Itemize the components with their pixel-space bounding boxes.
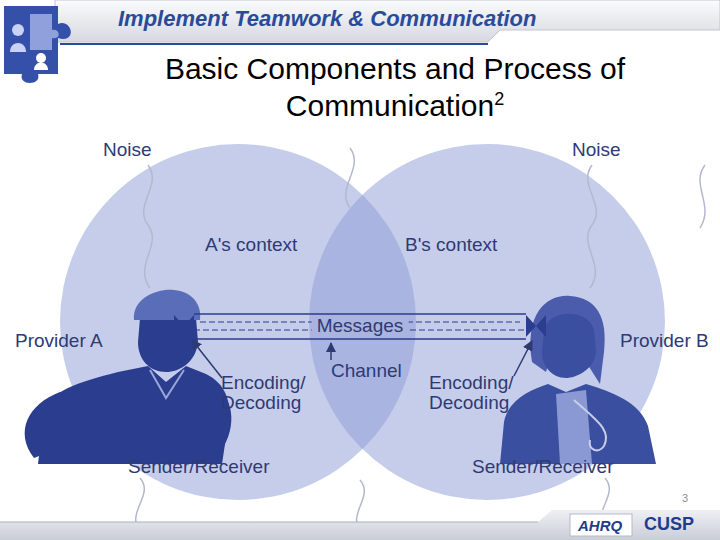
- text-label: Channel: [331, 361, 402, 381]
- person-icon: [12, 24, 24, 36]
- head-shape: [542, 314, 596, 378]
- person-icon: [34, 63, 48, 71]
- noise-wave: [700, 165, 705, 228]
- node-title: B's context: [405, 234, 497, 256]
- header-band: [55, 0, 720, 42]
- provider-figure: Provider BSender/Receiver: [520, 290, 715, 480]
- text-label: Noise: [103, 140, 152, 160]
- text-label: Implement Teamwork & Communication: [118, 9, 536, 29]
- text-label: Encoding/ Decoding: [221, 373, 321, 413]
- message-line: [194, 338, 526, 340]
- person-icon: [10, 43, 26, 52]
- footer-band: [0, 510, 720, 540]
- stethoscope-line: [574, 400, 606, 450]
- text-label: CUSP: [644, 514, 694, 534]
- node-title: A's context: [205, 234, 297, 256]
- context-circle-fill: [309, 144, 665, 500]
- provider-figure: Provider ASender/Receiver: [12, 290, 200, 480]
- node-role: Sender/Receiver: [472, 456, 614, 478]
- leader-arrow: [330, 343, 332, 360]
- transmitter-symbol: [174, 315, 194, 337]
- header-rule: [60, 43, 488, 45]
- title-block: Basic Components and Process of Communic…: [115, 50, 675, 124]
- connector-label: Messages: [312, 316, 409, 336]
- slide-title: Basic Components and Process of Communic…: [165, 52, 625, 122]
- body-shape: [38, 366, 229, 464]
- footer-rule: [0, 522, 538, 523]
- text-label: Encoding/ Decoding: [429, 373, 529, 413]
- message-line: [194, 313, 526, 315]
- logo-box: [570, 514, 632, 536]
- text-label: AHRQ: [578, 516, 622, 536]
- text-label: Noise: [572, 140, 621, 160]
- node-role: Sender/Receiver: [128, 456, 270, 478]
- footnote-number: 2: [494, 89, 504, 109]
- node-title: Provider B: [620, 330, 709, 352]
- arm-shape: [25, 392, 72, 458]
- person-icon: [36, 53, 46, 63]
- node-title: Provider A: [15, 330, 103, 352]
- puzzle-icon: [4, 6, 71, 83]
- text-label: 3: [682, 488, 688, 508]
- puzzle-piece: [30, 14, 59, 50]
